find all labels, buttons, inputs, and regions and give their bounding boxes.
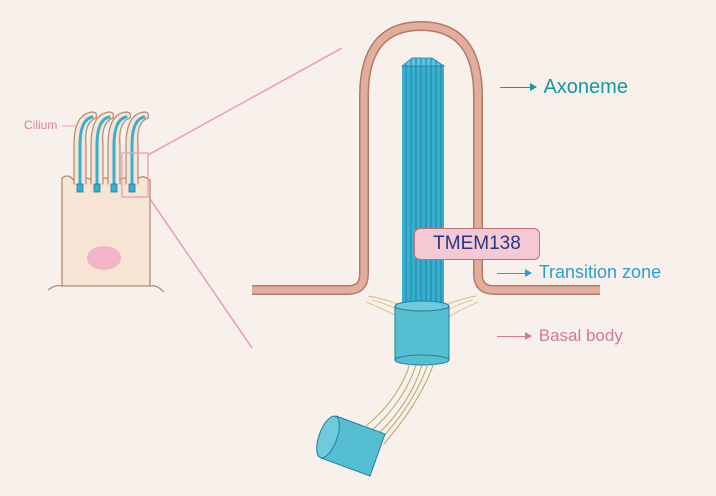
cilium-1-axoneme — [78, 115, 94, 186]
nucleus — [87, 246, 121, 270]
cell-base-line — [47, 284, 165, 293]
microtubule-lines — [405, 58, 442, 310]
transition-zone-arrow-icon — [497, 268, 532, 277]
zoom-line-bottom — [147, 195, 253, 349]
ciliary-membrane-fill — [252, 22, 600, 294]
daughter-centriole — [316, 415, 386, 477]
basal-body-arrow-icon — [497, 332, 532, 341]
centriole-face — [316, 415, 340, 459]
zoomed-cilium — [252, 21, 600, 477]
transition-zone-label: Transition zone — [497, 262, 661, 283]
zoom-line-top — [147, 47, 343, 156]
basal-body-bottom — [394, 354, 450, 366]
axoneme-label-text: Axoneme — [543, 76, 628, 98]
axoneme-tip — [400, 57, 446, 67]
basal-body-top — [394, 300, 450, 312]
mini-basal-body-2 — [93, 183, 101, 193]
axoneme — [400, 57, 446, 310]
transition-zone-label-text: Transition zone — [538, 262, 662, 282]
cell-illustration — [47, 111, 165, 293]
basal-body-label-text: Basal body — [538, 326, 623, 345]
cilium-label: Cilium — [24, 118, 58, 132]
mini-basal-bodies — [76, 183, 136, 193]
rootlet-fibers — [365, 362, 435, 445]
cilium-2-axoneme — [95, 115, 111, 186]
tmem138-label: TMEM138 — [414, 228, 540, 260]
axoneme-label: Axoneme — [500, 76, 628, 99]
basal-body — [394, 300, 450, 366]
zoom-box — [121, 152, 149, 198]
cilia-group — [73, 111, 150, 186]
mini-basal-body-3 — [110, 183, 118, 193]
axoneme-arrow-icon — [500, 83, 537, 92]
basal-body-label: Basal body — [497, 326, 623, 346]
basal-body-cylinder — [394, 305, 450, 361]
mini-basal-body-4 — [128, 183, 136, 193]
axoneme-body — [402, 66, 444, 310]
cilium-3-axoneme — [112, 115, 128, 186]
mini-basal-body-1 — [76, 183, 84, 193]
cilium-4-axoneme — [130, 115, 146, 186]
